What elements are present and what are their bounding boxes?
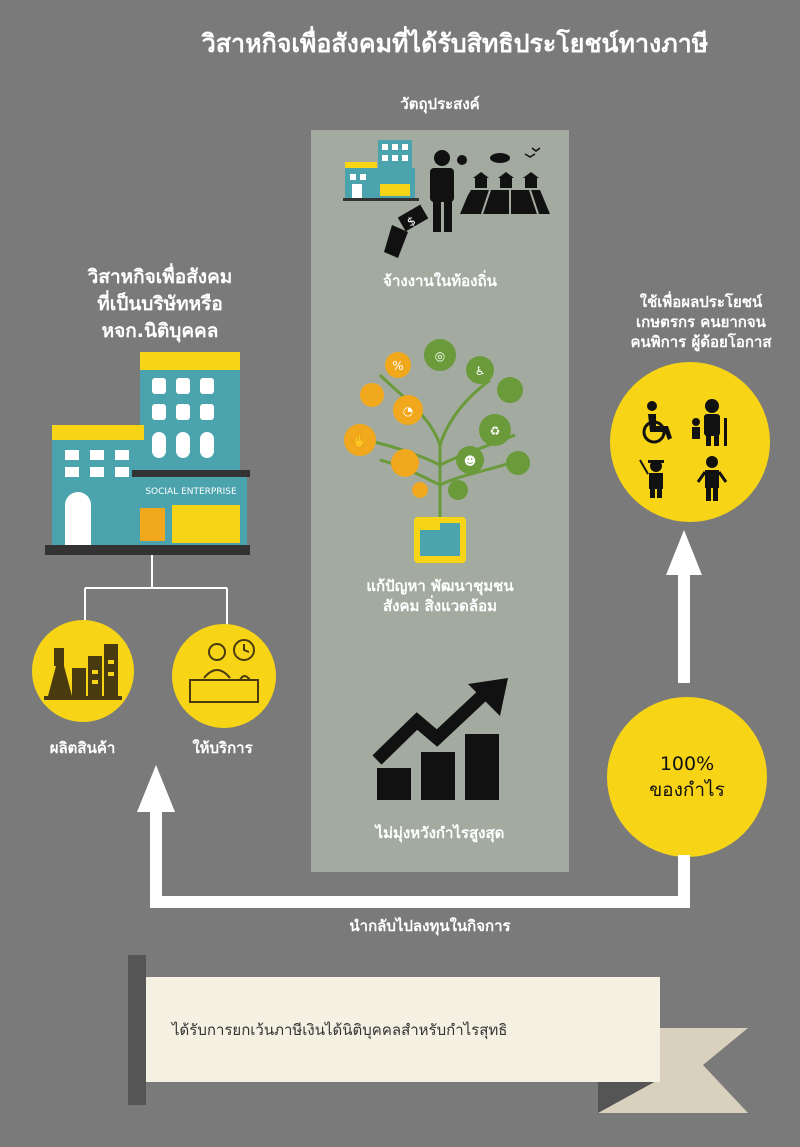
provide-service-label: ให้บริการ [192, 739, 253, 757]
money-hand-icon: $ [384, 204, 429, 258]
reinvest-label: นำกลับไปลงทุนในกิจการ [349, 917, 511, 935]
page-title: วิสาหกิจเพื่อสังคมที่ได้รับสิทธิประโยชน์… [201, 29, 709, 58]
beneficiaries-heading: ใช้เพื่อผลประโยชน์ เกษตรกร คนยากจน คนพิก… [596, 292, 800, 352]
svg-text:◔: ◔ [403, 404, 413, 418]
profit-percent: 100% [659, 753, 715, 775]
exemption-text: ได้รับการยกเว้นภาษีเงินได้นิติบุคคลสำหรั… [172, 1021, 508, 1039]
worker-person-icon [430, 150, 454, 232]
objective-not-max-profit: ไม่มุ่งหวังกำไรสูงสุด [375, 824, 505, 842]
exemption-ribbon [128, 955, 748, 1113]
svg-text:◎: ◎ [435, 349, 445, 363]
small-building-icon [414, 517, 466, 563]
beneficiaries-line1: ใช้เพื่อผลประโยชน์ [639, 293, 763, 311]
growth-chart-icon [372, 678, 508, 800]
svg-text:%: % [392, 359, 403, 373]
social-enterprise-building-icon: SOCIAL ENTERPRISE [45, 352, 250, 555]
beneficiaries-line3: คนพิการ ผู้ด้อยโอกาส [630, 333, 772, 351]
beneficiaries-line2: เกษตรกร คนยากจน [636, 313, 766, 331]
branch-connector [84, 555, 228, 625]
farm-field-icon [454, 147, 550, 215]
building-sign: SOCIAL ENTERPRISE [145, 487, 237, 497]
beneficiaries-icon [610, 362, 770, 522]
wheelchair-icon [647, 401, 657, 411]
elderly-icon [705, 399, 719, 413]
svg-text:☻: ☻ [464, 454, 477, 468]
produce-goods-icon [32, 620, 134, 722]
enterprise-heading: วิสาหกิจเพื่อสังคม ที่เป็นบริษัทหรือ หจก… [40, 264, 280, 345]
objective-solve-problems-2: สังคม สิ่งแวดล้อม [382, 597, 498, 615]
enterprise-heading-line1: วิสาหกิจเพื่อสังคม [87, 266, 233, 288]
arrow-up-right-shaft [678, 568, 690, 683]
office-building-icon [343, 140, 419, 201]
arrow-up-left-head [137, 765, 175, 812]
profit-circle: 100% ของกำไร [607, 697, 767, 857]
arrow-up-right-head [666, 530, 702, 575]
svg-text:✋: ✋ [353, 434, 368, 448]
poor-person-icon [706, 456, 718, 468]
svg-text:♿: ♿ [475, 364, 486, 378]
tree-icon-nodes [344, 339, 530, 500]
reinvest-line [150, 896, 690, 908]
objective-label: วัตถุประสงค์ [400, 95, 480, 113]
enterprise-heading-line3: หจก.นิติบุคคล [101, 320, 219, 342]
enterprise-heading-line2: ที่เป็นบริษัทหรือ [97, 293, 223, 315]
produce-goods-label: ผลิตสินค้า [49, 739, 116, 757]
provide-service-icon [172, 624, 276, 728]
svg-text:♻: ♻ [490, 424, 501, 438]
community-tree-illustration: ◎ % ♿ ♻ ◔ ✋ ☻ [344, 339, 530, 563]
profit-label: ของกำไร [649, 779, 725, 801]
objective-local-employment: จ้างงานในท้องถิ่น [383, 272, 497, 290]
objective-solve-problems-1: แก้ปัญหา พัฒนาชุมชน [366, 577, 514, 595]
employment-illustration: $ [343, 140, 550, 258]
